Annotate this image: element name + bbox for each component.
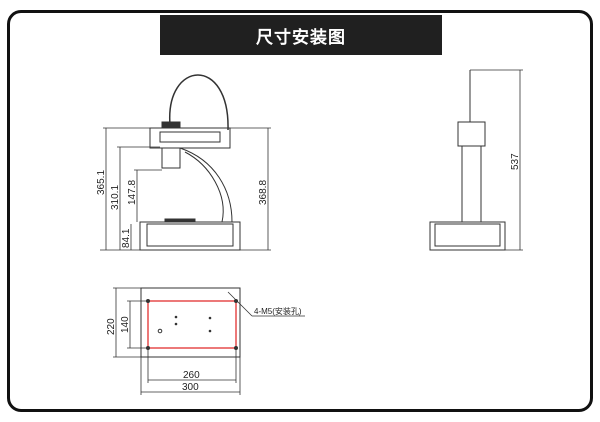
dim-310-1: 310.1 xyxy=(110,185,121,210)
front-view: 365.1 310.1 147.8 84.1 368.8 xyxy=(96,74,271,251)
hole-label: 4-M5(安装孔) xyxy=(254,306,302,316)
dim-220: 220 xyxy=(106,318,117,335)
dim-368-8: 368.8 xyxy=(258,180,269,205)
dim-147-8: 147.8 xyxy=(127,180,138,205)
title-banner: 尺寸安装图 xyxy=(160,15,442,55)
dim-537: 537 xyxy=(510,153,521,170)
base-plate-view: 220 140 260 300 4-M5(安装孔) xyxy=(106,287,305,395)
outer-frame xyxy=(7,10,593,412)
dim-140: 140 xyxy=(120,316,131,333)
dim-300: 300 xyxy=(182,382,199,393)
dim-84-1: 84.1 xyxy=(121,228,132,248)
page-title: 尺寸安装图 xyxy=(256,27,346,47)
side-view: 537 xyxy=(429,69,523,251)
dim-365-1: 365.1 xyxy=(96,170,107,195)
dim-260: 260 xyxy=(183,370,200,381)
